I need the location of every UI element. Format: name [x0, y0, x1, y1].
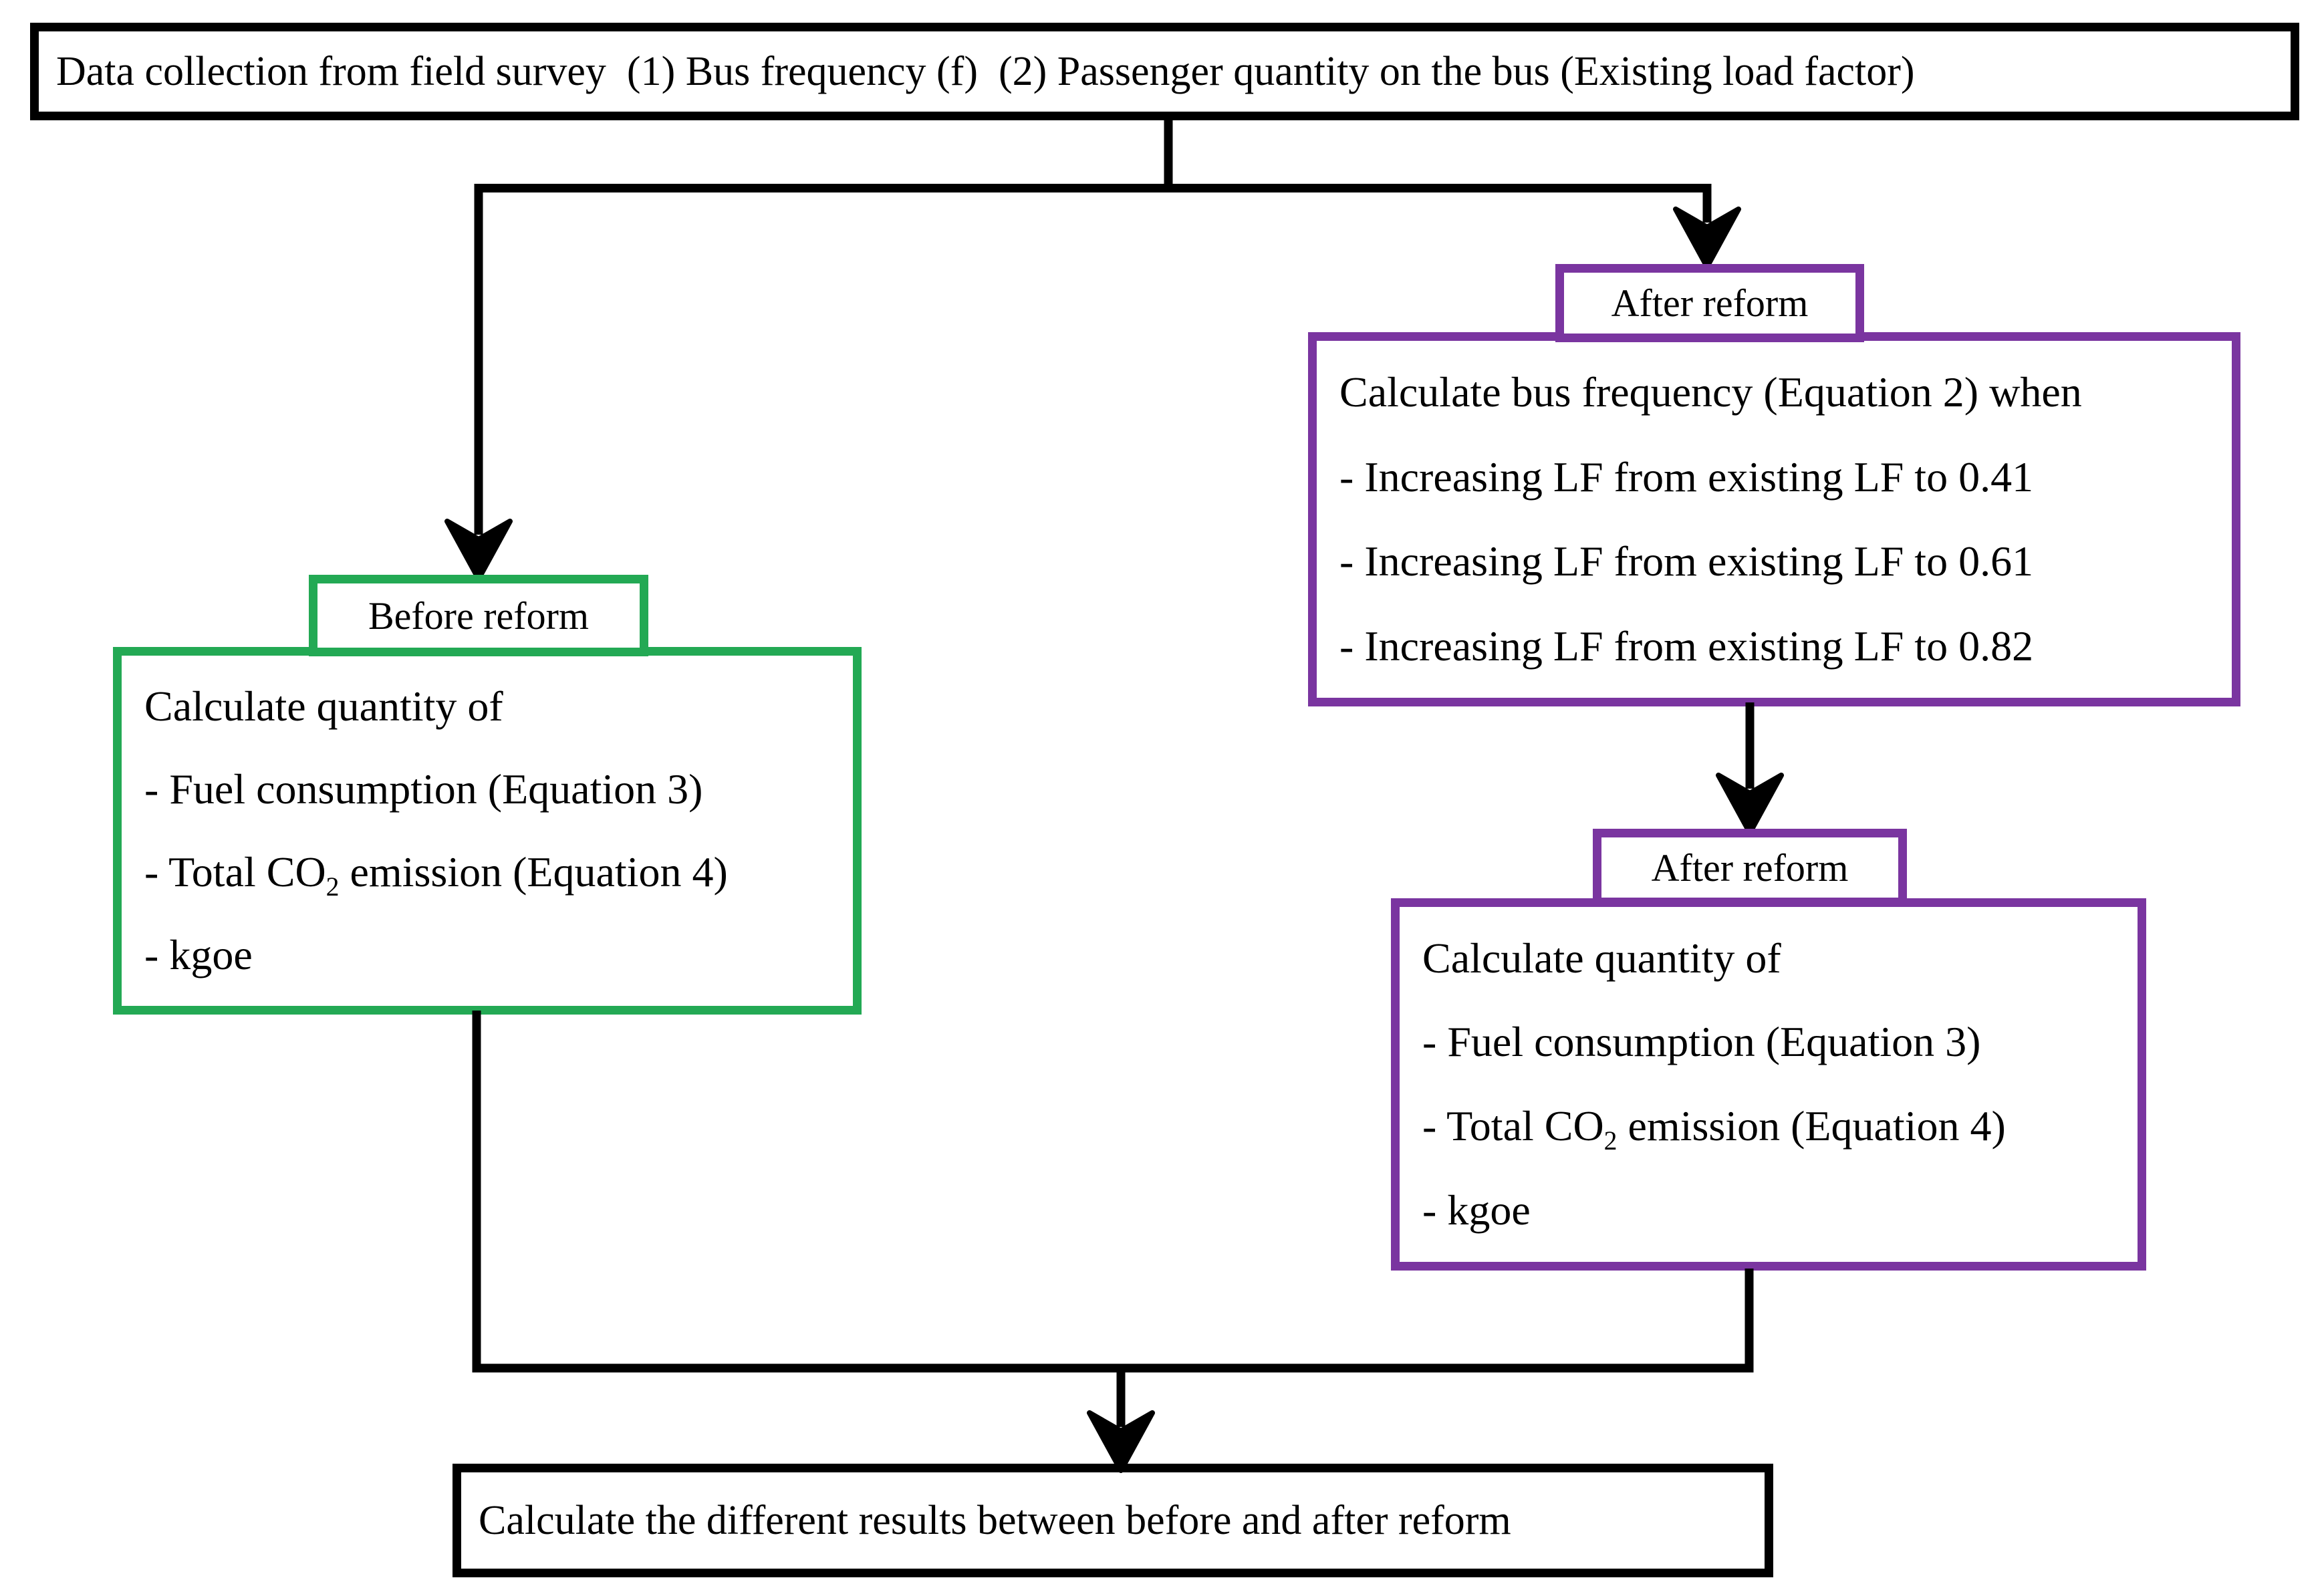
before-reform-box-lines: Calculate quantity of - Fuel consumption… — [122, 656, 853, 1006]
arrow-to-results-icon — [1087, 1410, 1155, 1473]
before-reform-label-text: Before reform — [368, 593, 590, 638]
after-reform-label-frequency: After reform — [1555, 264, 1864, 342]
box-line: - Increasing LF from existing LF to 0.82 — [1339, 622, 2034, 670]
box-line: - Total CO2 emission (Equation 4) — [144, 847, 728, 902]
after-reform-label-quantity: After reform — [1593, 829, 1907, 906]
arrow-to-after-label1-icon — [1673, 207, 1741, 269]
after-reform-quantity-box: Calculate quantity of - Fuel consumption… — [1391, 898, 2146, 1271]
arrow-to-after-label2-icon — [1716, 773, 1784, 835]
after-reform-quantity-box-lines: Calculate quantity of - Fuel consumption… — [1400, 907, 2138, 1262]
box-line: - Fuel consumption (Equation 3) — [1422, 1018, 1981, 1066]
arrow-to-before-label-icon — [444, 519, 513, 581]
after-reform-label-frequency-text: After reform — [1611, 281, 1809, 325]
after-reform-label-quantity-text: After reform — [1651, 845, 1849, 890]
box-line: - Fuel consumption (Equation 3) — [144, 765, 703, 813]
after-reform-frequency-box-lines: Calculate bus frequency (Equation 2) whe… — [1317, 341, 2232, 698]
data-collection-text: Data collection from field survey (1) Bu… — [56, 48, 1915, 94]
results-box: Calculate the different results between … — [453, 1464, 1773, 1577]
box-line: - kgoe — [1422, 1186, 1531, 1234]
results-box-text: Calculate the different results between … — [479, 1497, 1511, 1543]
before-reform-box: Calculate quantity of - Fuel consumption… — [113, 647, 862, 1015]
box-line: Calculate quantity of — [1422, 934, 1781, 982]
box-line: Calculate quantity of — [144, 682, 503, 730]
box-line: - kgoe — [144, 930, 253, 978]
box-line: - Total CO2 emission (Equation 4) — [1422, 1102, 2006, 1156]
box-line: - Increasing LF from existing LF to 0.41 — [1339, 452, 2034, 501]
data-collection-box: Data collection from field survey (1) Bu… — [30, 23, 2299, 120]
box-line: - Increasing LF from existing LF to 0.61 — [1339, 537, 2034, 585]
box-line: Calculate bus frequency (Equation 2) whe… — [1339, 368, 2082, 416]
after-reform-frequency-box: Calculate bus frequency (Equation 2) whe… — [1308, 332, 2240, 706]
before-reform-label: Before reform — [309, 575, 648, 656]
